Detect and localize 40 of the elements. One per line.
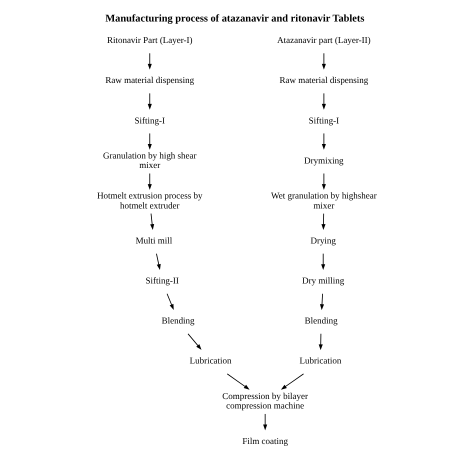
node-text: Film coating	[242, 436, 288, 446]
arrow	[320, 293, 324, 310]
node-text: Sifting-I	[134, 115, 165, 126]
node-text: Hotmelt extrusion process by hotmelt extruder	[97, 190, 202, 210]
diagram-title: Manufacturing process of atazanavir and ritonavir Tablets	[105, 13, 364, 24]
arrow	[226, 373, 250, 390]
node-text: Sifting-I	[308, 115, 340, 126]
arrow	[280, 373, 304, 390]
node-text: Lubrication	[190, 356, 232, 366]
arrow	[150, 213, 154, 230]
node-text: Sifting-II	[146, 276, 179, 286]
arrow	[322, 92, 326, 110]
arrow	[321, 213, 326, 230]
node-text: Drying	[310, 235, 336, 246]
node-text: Ritonavir Part (Layer-I)	[107, 35, 193, 46]
node-text: Raw material dispensing	[280, 75, 368, 86]
node-text: Lubrication	[300, 356, 342, 366]
arrow	[322, 133, 326, 150]
arrow	[148, 173, 152, 190]
arrow	[188, 333, 202, 350]
arrow	[148, 92, 152, 110]
node-text: Raw material dispensing	[105, 75, 194, 86]
arrow	[148, 52, 152, 70]
node-text: Wet granulation by highshear mixer	[271, 190, 377, 210]
arrow	[148, 133, 152, 150]
arrow	[322, 173, 326, 190]
arrow	[322, 52, 326, 70]
arrow	[263, 414, 268, 430]
node-text: Dry milling	[302, 276, 344, 286]
arrow	[166, 293, 174, 310]
node-text: Compression by bilayer compression machine	[222, 390, 308, 411]
node-text: Blending	[304, 316, 338, 326]
node-text: Granulation by high shear mixer	[103, 150, 196, 170]
arrow	[321, 253, 326, 270]
node-text: Atazanavir part (Layer-II)	[277, 35, 371, 46]
arrow	[318, 333, 323, 350]
arrow	[156, 253, 161, 270]
node-text: Blending	[162, 316, 195, 326]
node-text: Multi mill	[136, 235, 172, 246]
node-text: Drymixing	[304, 155, 344, 166]
